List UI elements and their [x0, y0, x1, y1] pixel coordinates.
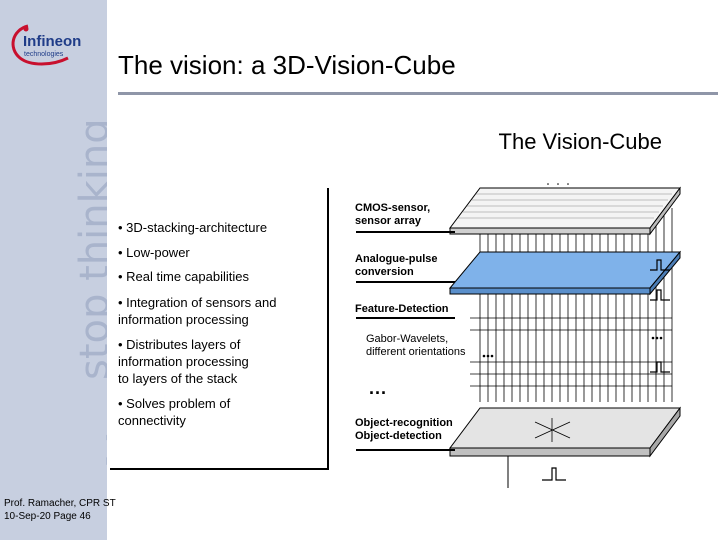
vision-cube-diagram [356, 183, 682, 488]
label-sensor-array: sensor array [355, 215, 422, 227]
label-different-orientations: different orientations [366, 346, 466, 358]
slogan-stop-thinking: stop thinking [72, 118, 107, 380]
bullet-integration: • Integration of sensors and [118, 295, 277, 310]
label-feature-detection: Feature-Detection [355, 303, 449, 315]
footer-date-page: 10-Sep-20 Page 46 [4, 511, 91, 522]
vision-cube-heading: The Vision-Cube [498, 129, 662, 154]
bullet-3d-stacking: • 3D-stacking-architecture [118, 220, 268, 235]
slide-title: The vision: a 3D-Vision-Cube [118, 50, 456, 80]
layer-analogue-pulse [448, 250, 682, 296]
layer-feature-detection [470, 317, 672, 331]
slogan-stop: stop thinking [72, 118, 107, 380]
logo-name: Infineon [23, 33, 81, 50]
label-gabor-wavelets: Gabor-Wavelets, [366, 333, 449, 345]
bullet-distributes-cont1: information processing [118, 354, 249, 369]
bullet-integration-cont: information processing [118, 312, 249, 327]
footer-author: Prof. Ramacher, CPR ST [4, 498, 116, 509]
label-object-detection: Object-detection [355, 430, 442, 442]
label-underlines [356, 231, 455, 451]
pulse-symbols [542, 259, 670, 481]
label-ellipsis: ... [369, 378, 388, 398]
bullet-real-time: • Real time capabilities [118, 269, 249, 284]
label-analogue-pulse: Analogue-pulse [355, 253, 438, 265]
infineon-logo: Infineon technologies [11, 24, 81, 66]
layer-cmos-sensor [449, 186, 681, 236]
interconnect-wires [479, 208, 673, 402]
bullet-connectivity-cont: connectivity [118, 413, 186, 428]
layer-gabor-wavelets [470, 361, 672, 387]
ellipsis-dots [482, 183, 663, 358]
bullet-box [110, 188, 329, 470]
bullet-connectivity: • Solves problem of [118, 396, 231, 411]
label-cmos-sensor: CMOS-sensor, [355, 202, 431, 214]
bullet-low-power: • Low-power [118, 245, 190, 260]
branding-sidebar: Infineon technologies Never stop thinkin… [0, 0, 107, 540]
bullet-distributes: • Distributes layers of [118, 337, 241, 352]
layer-object-recognition [449, 406, 681, 458]
title-underline [118, 92, 718, 95]
label-conversion: conversion [355, 266, 414, 278]
logo-tagline: technologies [24, 51, 64, 58]
label-object-recognition: Object-recognition [355, 417, 453, 429]
bullet-distributes-cont2: to layers of the stack [118, 371, 238, 386]
